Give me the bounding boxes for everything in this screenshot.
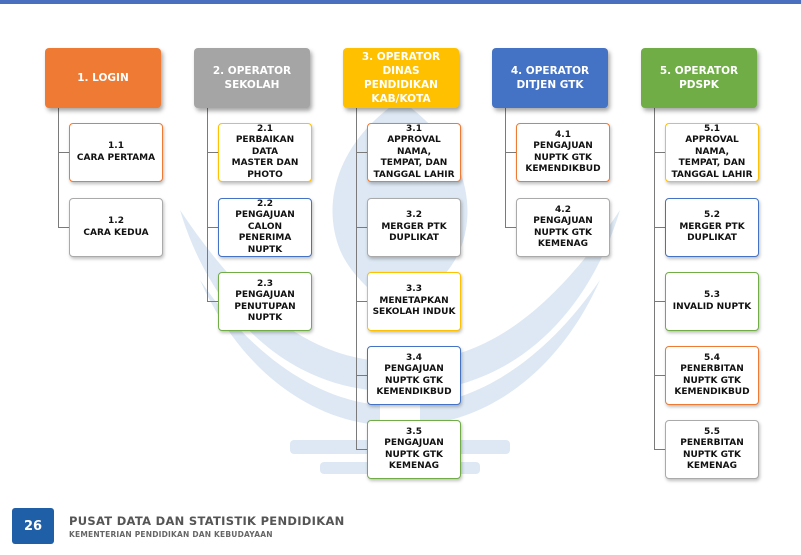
footer-subtitle: KEMENTERIAN PENDIDIKAN DAN KEBUDAYAAN bbox=[69, 530, 273, 539]
step-number: 1.2 bbox=[108, 216, 124, 226]
step-label: PENERBITAN NUPTK GTK KEMENAG bbox=[680, 438, 744, 471]
step-box-4-1: 4.1 PENGAJUAN NUPTK GTK KEMENDIKBUD bbox=[516, 123, 610, 182]
step-number: 5.2 bbox=[704, 210, 720, 221]
step-label: PENGAJUAN NUPTK GTK KEMENDIKBUD bbox=[376, 364, 452, 397]
connector-col3-branch-3 bbox=[356, 301, 368, 302]
step-number: 3.5 bbox=[406, 426, 422, 437]
step-label: PENGAJUAN NUPTK GTK KEMENDIKBUD bbox=[525, 141, 601, 174]
connector-col5-branch-2 bbox=[654, 227, 666, 228]
header-operator-pdspk: 5. OPERATOR PDSPK bbox=[641, 48, 757, 108]
step-label: PENGAJUAN NUPTK GTK KEMENAG bbox=[384, 438, 444, 471]
connector-col3-vertical bbox=[356, 108, 357, 450]
connector-col5-branch-4 bbox=[654, 375, 666, 376]
step-number: 5.5 bbox=[704, 426, 720, 437]
header-operator-dinas: 3. OPERATOR DINAS PENDIDIKAN KAB/KOTA bbox=[343, 48, 459, 108]
step-number: 2.3 bbox=[257, 278, 273, 289]
step-number: 1.1 bbox=[108, 141, 124, 151]
step-number: 3.4 bbox=[406, 352, 422, 363]
connector-col1-vertical bbox=[58, 108, 59, 228]
step-box-2-1: 2.1 PERBAIKAN DATA MASTER DAN PHOTO bbox=[218, 123, 312, 182]
step-box-5-5: 5.5 PENERBITAN NUPTK GTK KEMENAG bbox=[665, 420, 759, 479]
step-box-3-3: 3.3 MENETAPKAN SEKOLAH INDUK bbox=[367, 272, 461, 331]
step-label: PENGAJUAN NUPTK GTK KEMENAG bbox=[533, 216, 593, 249]
step-label: INVALID NUPTK bbox=[672, 301, 752, 312]
step-number: 3.2 bbox=[406, 210, 422, 221]
connector-col4-vertical bbox=[505, 108, 506, 228]
step-label: MENETAPKAN SEKOLAH INDUK bbox=[372, 295, 456, 318]
step-number: 5.3 bbox=[704, 290, 720, 300]
connector-col3-branch-2 bbox=[356, 227, 368, 228]
step-number: 4.2 bbox=[555, 204, 571, 215]
page-number-badge: 26 bbox=[12, 508, 54, 544]
connector-col4-branch-2 bbox=[505, 227, 517, 228]
step-label: PENERBITAN NUPTK GTK KEMENDIKBUD bbox=[674, 364, 750, 397]
connector-col1-branch-2 bbox=[58, 227, 70, 228]
connector-col3-branch-4 bbox=[356, 375, 368, 376]
step-box-5-4: 5.4 PENERBITAN NUPTK GTK KEMENDIKBUD bbox=[665, 346, 759, 405]
connector-col5-branch-3 bbox=[654, 301, 666, 302]
connector-col4-branch-1 bbox=[505, 152, 517, 153]
step-box-1-1: 1.1 CARA PERTAMA bbox=[69, 123, 163, 182]
step-box-3-5: 3.5 PENGAJUAN NUPTK GTK KEMENAG bbox=[367, 420, 461, 479]
step-number: 5.4 bbox=[704, 352, 720, 363]
connector-col2-vertical bbox=[207, 108, 208, 302]
step-label: MERGER PTK DUPLIKAT bbox=[381, 221, 447, 244]
step-number: 3.1 bbox=[406, 123, 422, 134]
step-label: CARA PERTAMA bbox=[76, 152, 156, 163]
step-label: APPROVAL NAMA, TEMPAT, DAN TANGGAL LAHIR bbox=[373, 135, 455, 180]
connector-col3-branch-1 bbox=[356, 152, 368, 153]
step-number: 2.2 bbox=[257, 198, 273, 209]
header-operator-ditjen-gtk: 4. OPERATOR DITJEN GTK bbox=[492, 48, 608, 108]
connector-col5-branch-5 bbox=[654, 449, 666, 450]
connector-col5-branch-1 bbox=[654, 152, 666, 153]
step-box-3-2: 3.2 MERGER PTK DUPLIKAT bbox=[367, 198, 461, 257]
header-operator-sekolah: 2. OPERATOR SEKOLAH bbox=[194, 48, 310, 108]
step-label: APPROVAL NAMA, TEMPAT, DAN TANGGAL LAHIR bbox=[671, 135, 753, 180]
footer-title: PUSAT DATA DAN STATISTIK PENDIDIKAN bbox=[69, 514, 345, 528]
step-box-5-2: 5.2 MERGER PTK DUPLIKAT bbox=[665, 198, 759, 257]
step-box-5-3: 5.3 INVALID NUPTK bbox=[665, 272, 759, 331]
step-box-1-2: 1.2 CARA KEDUA bbox=[69, 198, 163, 257]
step-label: CARA KEDUA bbox=[83, 227, 149, 238]
step-label: PENGAJUAN PENUTUPAN NUPTK bbox=[234, 290, 296, 323]
top-accent-bar bbox=[0, 0, 801, 4]
step-box-3-4: 3.4 PENGAJUAN NUPTK GTK KEMENDIKBUD bbox=[367, 346, 461, 405]
step-number: 4.1 bbox=[555, 129, 571, 140]
step-box-3-1: 3.1 APPROVAL NAMA, TEMPAT, DAN TANGGAL L… bbox=[367, 123, 461, 182]
step-label: PERBAIKAN DATA MASTER DAN PHOTO bbox=[231, 135, 299, 180]
step-box-2-3: 2.3 PENGAJUAN PENUTUPAN NUPTK bbox=[218, 272, 312, 331]
connector-col2-branch-3 bbox=[207, 301, 219, 302]
step-box-4-2: 4.2 PENGAJUAN NUPTK GTK KEMENAG bbox=[516, 198, 610, 257]
step-box-2-2: 2.2 PENGAJUAN CALON PENERIMA NUPTK bbox=[218, 198, 312, 257]
connector-col2-branch-2 bbox=[207, 227, 219, 228]
step-number: 2.1 bbox=[257, 123, 273, 134]
step-number: 5.1 bbox=[704, 123, 720, 134]
header-login: 1. LOGIN bbox=[45, 48, 161, 108]
connector-col1-branch-1 bbox=[58, 152, 70, 153]
connector-col2-branch-1 bbox=[207, 152, 219, 153]
step-number: 3.3 bbox=[406, 284, 422, 295]
step-label: MERGER PTK DUPLIKAT bbox=[679, 221, 745, 244]
step-label: PENGAJUAN CALON PENERIMA NUPTK bbox=[235, 210, 295, 255]
step-box-5-1: 5.1 APPROVAL NAMA, TEMPAT, DAN TANGGAL L… bbox=[665, 123, 759, 182]
connector-col5-vertical bbox=[654, 108, 655, 450]
connector-col3-branch-5 bbox=[356, 449, 368, 450]
